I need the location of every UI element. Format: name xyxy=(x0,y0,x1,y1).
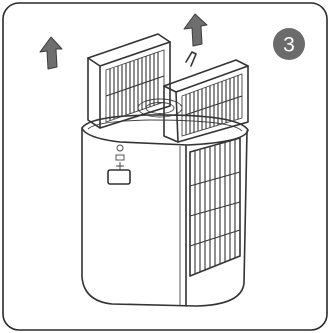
step-badge: 3 xyxy=(273,28,305,60)
step-number: 3 xyxy=(283,34,295,57)
